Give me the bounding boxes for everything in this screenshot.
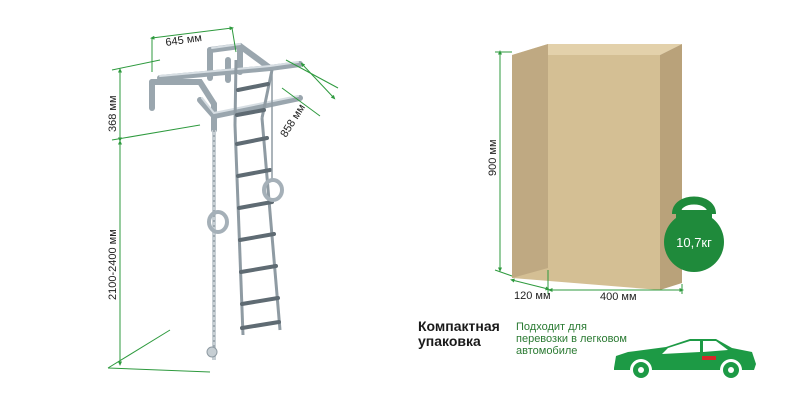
dimension-label-645: 645 мм: [165, 32, 203, 49]
box-dimension-label-120: 120 мм: [514, 290, 551, 302]
box-dimension-label-400: 400 мм: [600, 291, 637, 303]
climbing-rope: [206, 130, 229, 360]
box-dimension-lines: [494, 50, 684, 294]
packaging-title-line-1: Компактная: [418, 318, 500, 334]
packaging-description: Подходит для перевозки в легковом автомо…: [516, 321, 656, 357]
gymnastic-rings: [262, 70, 284, 202]
car-icon: [614, 339, 756, 381]
packaging-desc-line-1: Подходит для: [516, 321, 587, 333]
package-box: [512, 44, 682, 290]
box-dimension-label-900: 900 мм: [487, 139, 499, 176]
dimension-label-height-range: 2100-2400 мм: [107, 229, 119, 300]
packaging-desc-line-3: автомобиле: [516, 345, 578, 357]
weight-label: 10,7кг: [676, 235, 712, 250]
packaging-desc-line-2: перевозки в легковом: [516, 333, 627, 345]
ladder: [233, 59, 282, 336]
dimension-label-858: 858 мм: [278, 102, 308, 139]
ladder-dimension-lines: [107, 26, 339, 373]
dimension-label-368: 368 мм: [107, 95, 119, 132]
top-frame: [149, 42, 303, 133]
kettlebell-icon: [664, 196, 724, 272]
packaging-title-line-2: упаковка: [418, 333, 481, 349]
wall-bars-product: [149, 42, 303, 360]
packaging-title: Компактная упаковка: [418, 319, 500, 349]
